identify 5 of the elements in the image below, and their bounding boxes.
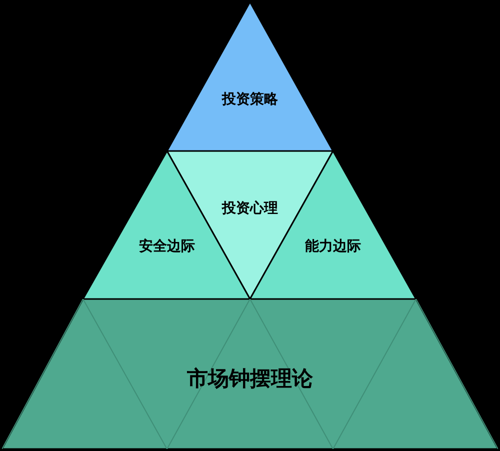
segment-label: 市场钟摆理论 (187, 365, 313, 392)
segment-label: 能力边际 (305, 238, 361, 256)
segment-label: 投资策略 (222, 90, 278, 110)
segment-label: 投资心理 (222, 199, 278, 218)
segment-label: 安全边际 (139, 237, 195, 256)
